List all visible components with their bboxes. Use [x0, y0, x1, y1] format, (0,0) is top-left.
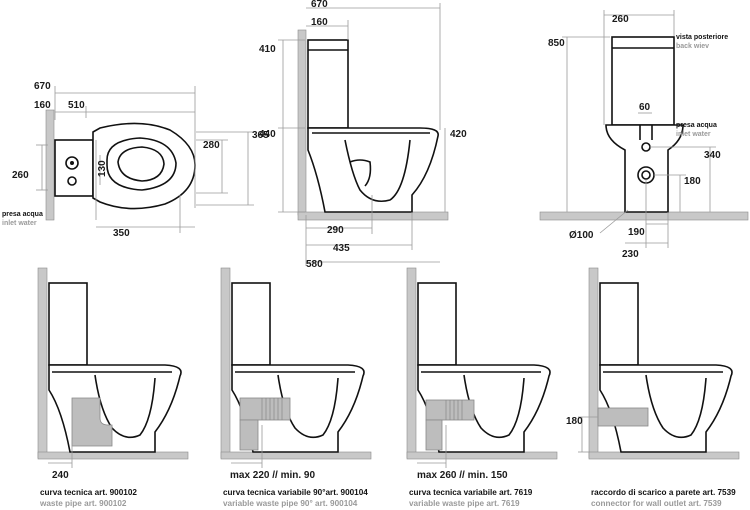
plan-view: 670 160 510 365 280 260 130 350 presa ac…: [2, 81, 269, 239]
install-2-dim: max 220 // min. 90: [230, 470, 315, 481]
side-floor: [297, 211, 449, 221]
install-2-caption-en: variable waste pipe 90° art. 900104: [223, 499, 358, 508]
installation-1: 240 curva tecnica art. 900102 waste pipe…: [37, 267, 189, 508]
install-3-caption-it: curva tecnica variabile art. 7619: [409, 488, 533, 497]
inlet-circle: [65, 156, 79, 170]
install-1-floor: [37, 451, 189, 460]
rear-inlet-label-it: presa acqua: [676, 122, 717, 129]
install-3-caption-en: variable waste pipe art. 7619: [409, 499, 520, 508]
plan-dim-510: 510: [68, 100, 85, 111]
install-2-caption-it: curva tecnica variabile 90°art. 900104: [223, 488, 368, 497]
side-dim-580: 580: [306, 259, 323, 270]
install-4-tank: [599, 282, 639, 366]
rear-dim-190: 190: [628, 227, 645, 238]
install-1-bowl: [48, 364, 182, 453]
installation-4: 180 raccordo di scarico a parete art. 75…: [566, 267, 740, 508]
side-dim-440: 440: [259, 129, 276, 140]
side-view: 670 160 410 440 420 290 435 580: [259, 0, 467, 270]
plan-dim-670: 670: [34, 81, 51, 92]
install-3-wall: [406, 267, 417, 459]
rear-bowl: [605, 124, 684, 213]
rear-tank: [611, 36, 675, 126]
side-wall: [297, 29, 307, 216]
install-4-wall: [588, 267, 599, 459]
side-dim-160: 160: [311, 17, 328, 28]
install-1-caption-it: curva tecnica art. 900102: [40, 488, 137, 497]
install-3-tank: [417, 282, 457, 366]
installation-2: max 220 // min. 90 curva tecnica variabi…: [220, 267, 372, 508]
side-tank: [307, 39, 349, 129]
side-dim-670: 670: [311, 0, 328, 10]
install-4-pipe: [597, 407, 649, 427]
install-3-dim: max 260 // min. 150: [417, 470, 508, 481]
rear-label-it: vista posteriore: [676, 34, 728, 41]
install-4-caption-en: connector for wall outlet art. 7539: [591, 499, 722, 508]
install-2-tank: [231, 282, 271, 366]
install-1-dim: 240: [52, 470, 69, 481]
plan-dim-280: 280: [203, 140, 220, 151]
plan-dim-160: 160: [34, 100, 51, 111]
install-2-wall: [220, 267, 231, 459]
rear-dim-60: 60: [639, 102, 651, 113]
rear-label-en: back wiev: [676, 43, 709, 50]
installation-3: max 260 // min. 150 curva tecnica variab…: [406, 267, 558, 508]
install-4-floor: [588, 451, 740, 460]
plan-dim-130: 130: [97, 160, 108, 177]
install-2-floor: [220, 451, 372, 460]
install-3-floor: [406, 451, 558, 460]
plan-dim-260: 260: [12, 170, 29, 181]
side-dim-435: 435: [333, 243, 350, 254]
rear-floor: [539, 211, 749, 221]
side-dim-290: 290: [327, 225, 344, 236]
rear-dim-850: 850: [548, 38, 565, 49]
install-1-caption-en: waste pipe art. 900102: [39, 499, 127, 508]
rear-view: 260 850 60 340 180 Ø100 190 230 vista po…: [539, 10, 749, 260]
plan-wall: [45, 109, 55, 221]
rear-dim-340: 340: [704, 150, 721, 161]
install-1-wall: [37, 267, 48, 459]
rear-dim-diameter: Ø100: [569, 230, 594, 241]
rear-dim-230: 230: [622, 249, 639, 260]
plan-inlet-label-it: presa acqua: [2, 211, 43, 218]
rear-dim-180: 180: [684, 176, 701, 187]
side-dim-420: 420: [450, 129, 467, 140]
side-bowl: [307, 127, 439, 213]
install-2-pipe: [239, 397, 291, 421]
plan-inlet-label-en: inlet water: [2, 220, 37, 227]
install-4-caption-it: raccordo di scarico a parete art. 7539: [591, 488, 736, 497]
side-dim-410: 410: [259, 44, 276, 55]
plan-dim-350: 350: [113, 228, 130, 239]
plan-dim-365: 365: [252, 130, 269, 141]
rear-inlet-label-en: inlet water: [676, 131, 711, 138]
rear-dim-260: 260: [612, 14, 629, 25]
install-4-dim: 180: [566, 416, 583, 427]
install-1-pipe: [71, 397, 113, 447]
install-1-tank: [48, 282, 88, 366]
